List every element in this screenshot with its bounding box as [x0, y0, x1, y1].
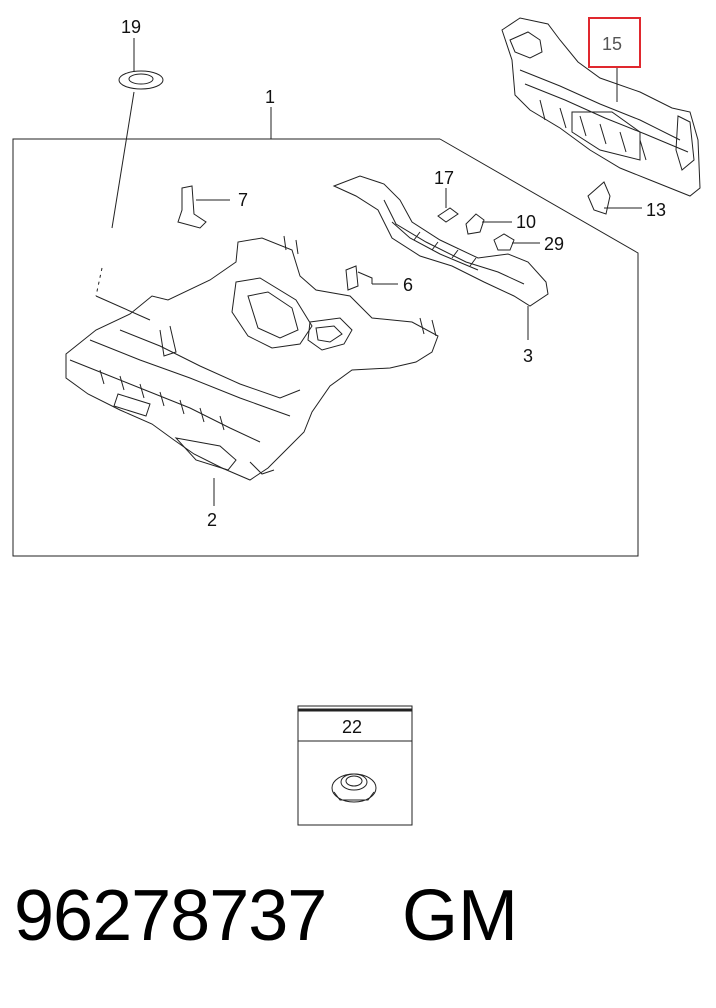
part-22-grommet: [331, 773, 377, 803]
part-2-floor-panel: [65, 235, 439, 506]
part-15-rear-panel: [501, 17, 701, 197]
part-7-bracket: [177, 185, 230, 229]
callout-2: 2: [207, 510, 217, 530]
callout-15[interactable]: 15: [602, 34, 622, 54]
callout-13: 13: [646, 200, 666, 220]
callout-3: 3: [523, 346, 533, 366]
callout-15-highlight[interactable]: [588, 17, 641, 68]
callout-17: 17: [434, 168, 454, 188]
callout-10: 10: [516, 212, 536, 232]
callout-29: 29: [544, 234, 564, 254]
part-13-bracket: [587, 181, 642, 215]
assembly-frame: [12, 138, 639, 557]
callout-19: 19: [121, 17, 141, 37]
part-6-bracket: [345, 265, 398, 291]
callout-7: 7: [238, 190, 248, 210]
part-3-rear-rail: [332, 175, 549, 340]
part-number: 96278737: [14, 876, 327, 956]
part-22-box: [297, 705, 413, 826]
callout-22: 22: [342, 717, 362, 737]
callout-6: 6: [403, 275, 413, 295]
part-19-grommet: [95, 38, 164, 321]
brand-label: GM: [402, 876, 518, 956]
part-10-clip: [465, 213, 512, 235]
callout-1: 1: [265, 87, 275, 107]
part-29-nut: [493, 233, 540, 251]
part-17-clip: [437, 188, 459, 223]
